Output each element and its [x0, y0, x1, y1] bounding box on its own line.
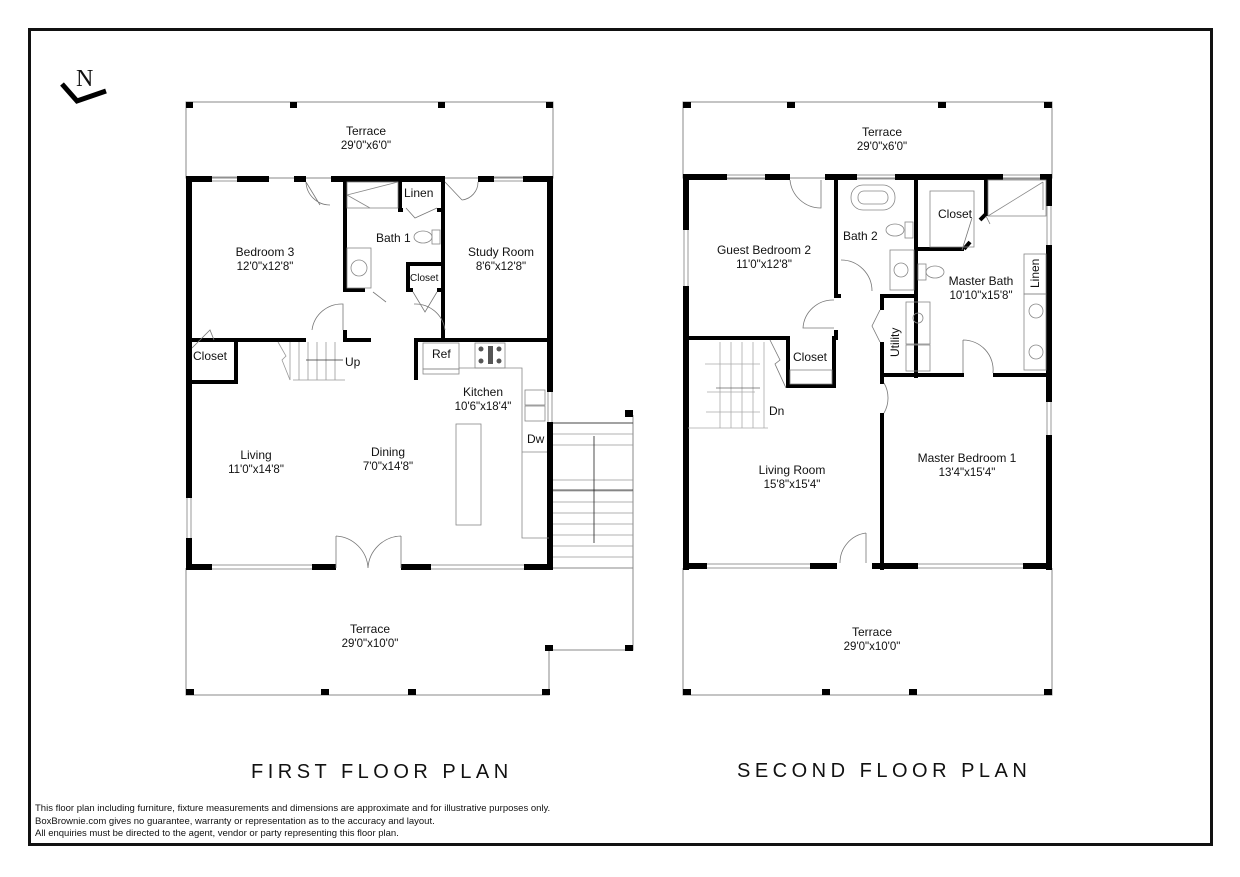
svg-text:Dining: Dining [371, 445, 405, 459]
svg-text:29'0"x10'0": 29'0"x10'0" [342, 638, 399, 650]
svg-text:Living Room: Living Room [759, 463, 826, 477]
svg-text:Ref: Ref [432, 347, 451, 361]
svg-text:N: N [76, 66, 93, 92]
svg-text:Bath 1: Bath 1 [376, 231, 411, 245]
svg-text:10'6"x18'4": 10'6"x18'4" [455, 401, 512, 413]
disclaimer-line: All enquiries must be directed to the ag… [35, 828, 399, 839]
disclaimer: This floor plan including furniture, fix… [35, 803, 550, 841]
svg-text:Closet: Closet [193, 349, 228, 363]
svg-text:Dn: Dn [769, 404, 784, 418]
svg-text:29'0"x6'0": 29'0"x6'0" [857, 141, 907, 153]
svg-text:29'0"x6'0": 29'0"x6'0" [341, 140, 391, 152]
svg-text:Closet: Closet [793, 350, 828, 364]
north-arrow-icon: N [60, 66, 107, 104]
svg-text:Bedroom 3: Bedroom 3 [236, 245, 295, 259]
svg-text:Terrace: Terrace [346, 124, 386, 138]
svg-text:Utility: Utility [888, 328, 902, 357]
first-floor-title: FIRST FLOOR PLAN [251, 761, 513, 783]
svg-text:Terrace: Terrace [852, 625, 892, 639]
svg-text:13'4"x15'4": 13'4"x15'4" [939, 467, 996, 479]
svg-text:Up: Up [345, 355, 361, 369]
svg-text:Closet: Closet [938, 207, 973, 221]
svg-text:Guest Bedroom 2: Guest Bedroom 2 [717, 243, 811, 257]
svg-text:Kitchen: Kitchen [463, 385, 503, 399]
svg-text:11'0"x14'8": 11'0"x14'8" [228, 464, 284, 476]
first-floor-plan: Terrace 29'0"x6'0" Bedroom 3 12'0"x12'8"… [185, 101, 634, 696]
disclaimer-line: BoxBrownie.com gives no guarantee, warra… [35, 815, 435, 827]
drawing-frame [28, 28, 1213, 846]
svg-text:Closet: Closet [410, 273, 439, 284]
svg-text:Master Bedroom 1: Master Bedroom 1 [918, 451, 1017, 465]
svg-text:Dw: Dw [527, 432, 545, 446]
svg-text:Master Bath: Master Bath [949, 274, 1014, 288]
second-floor-plan: Terrace 29'0"x6'0" Guest Bedroom 2 11'0"… [682, 101, 1053, 696]
svg-text:Linen: Linen [404, 186, 433, 200]
svg-text:10'10"x15'8": 10'10"x15'8" [949, 290, 1012, 302]
svg-text:Study Room: Study Room [468, 245, 534, 259]
svg-text:29'0"x10'0": 29'0"x10'0" [844, 641, 901, 653]
svg-text:7'0"x14'8": 7'0"x14'8" [363, 461, 413, 473]
disclaimer-line: This floor plan including furniture, fix… [35, 803, 551, 814]
svg-text:Linen: Linen [1028, 259, 1042, 288]
svg-text:Terrace: Terrace [350, 622, 390, 636]
svg-text:Living: Living [240, 448, 271, 462]
svg-text:8'6"x12'8": 8'6"x12'8" [476, 261, 526, 273]
svg-text:Terrace: Terrace [862, 125, 902, 139]
second-floor-title: SECOND FLOOR PLAN [737, 760, 1032, 782]
svg-text:Bath 2: Bath 2 [843, 229, 878, 243]
svg-text:15'8"x15'4": 15'8"x15'4" [764, 479, 821, 491]
svg-text:12'0"x12'8": 12'0"x12'8" [237, 261, 294, 273]
svg-text:11'0"x12'8": 11'0"x12'8" [736, 259, 792, 271]
